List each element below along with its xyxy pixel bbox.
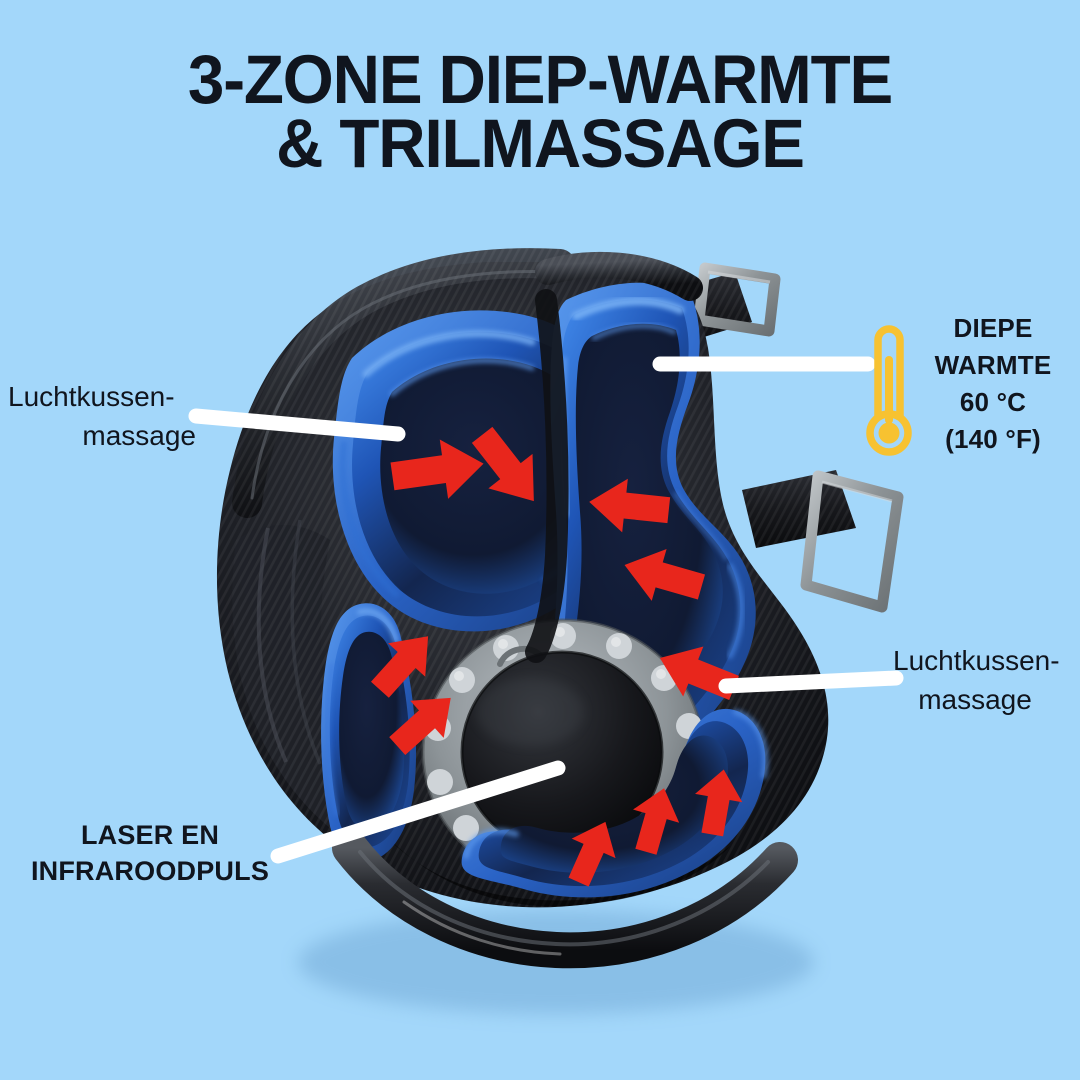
massage-direction-arrows bbox=[370, 426, 743, 887]
page-title: 3-ZONE DIEP-WARMTE & TRILMASSAGE bbox=[0, 41, 1080, 183]
brace-bottom-rim bbox=[332, 830, 798, 969]
arrow-z1-down bbox=[471, 426, 534, 502]
callout-laser-line1: LASER EN bbox=[80, 820, 220, 850]
callout-laser-infrared: LASER EN INFRAROODPULS bbox=[16, 818, 284, 889]
thermometer-bulb bbox=[878, 422, 900, 444]
callout-air-cushion-left: Luchtkussen- massage bbox=[8, 378, 218, 455]
callout-deep-heat: DIEPE WARMTE 60 °C (140 °F) bbox=[918, 310, 1068, 458]
zone-divider bbox=[525, 289, 569, 663]
buckle-upper-right bbox=[693, 262, 781, 337]
buckle-lower-right bbox=[800, 470, 904, 613]
callout-heat-line2: WARMTE bbox=[934, 349, 1052, 380]
callout-air-left-line1: Luchtkussen- bbox=[8, 381, 175, 412]
callout-air-right-line1: Luchtkussen- bbox=[893, 645, 1060, 676]
callout-air-right-line2: massage bbox=[918, 683, 1032, 715]
arrow-z1-right bbox=[390, 439, 484, 499]
callout-laser-line2: INFRAROODPULS bbox=[30, 855, 270, 886]
thermometer-icon bbox=[866, 325, 912, 456]
arrow-zb-b bbox=[633, 788, 680, 855]
callout-heat-line3: 60 °C bbox=[959, 386, 1027, 417]
arrow-zl-a bbox=[370, 636, 429, 698]
arrow-z2-b bbox=[624, 548, 706, 601]
arrow-z2-a bbox=[589, 478, 671, 533]
strap-lower-right bbox=[742, 470, 904, 613]
callout-air-left-line2: massage bbox=[82, 419, 196, 451]
callout-heat-line4: (140 °F) bbox=[945, 423, 1041, 454]
callout-air-cushion-right: Luchtkussen- massage bbox=[893, 642, 1080, 719]
arrow-zl-b bbox=[389, 697, 451, 756]
title-line-1: 3-ZONE DIEP-WARMTE bbox=[187, 41, 893, 118]
title-line-2: & TRILMASSAGE bbox=[276, 105, 805, 183]
callout-heat-line1: DIEPE bbox=[953, 313, 1033, 343]
arrow-zb-a bbox=[568, 821, 616, 887]
arrow-zb-c bbox=[695, 769, 743, 837]
